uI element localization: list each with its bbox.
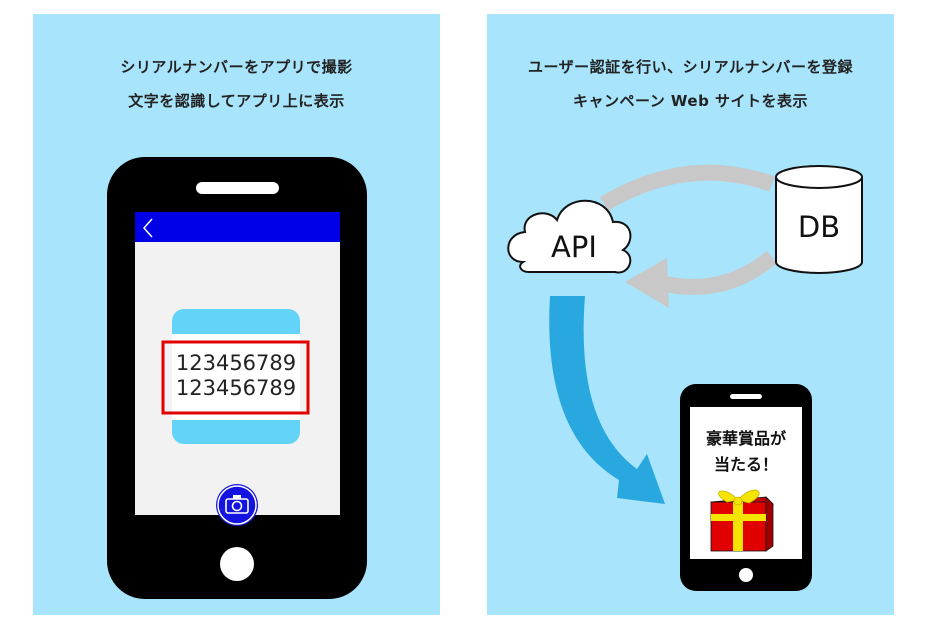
registration-panel: ユーザー認証を行い、シリアルナンバーを登録 キャンペーン Web サイトを表示 …: [487, 14, 894, 615]
registration-caption-line1: ユーザー認証を行い、シリアルナンバーを登録: [527, 58, 854, 76]
serial-number-line2: 123456789: [176, 376, 296, 400]
app-header-bar: [135, 212, 340, 242]
db-label: DB: [798, 210, 840, 244]
sync-arrows: [599, 164, 778, 308]
gift-box-icon: [710, 489, 774, 552]
scan-illustration: 123456789 123456789: [107, 157, 367, 599]
chevron-left-icon[interactable]: [142, 218, 153, 238]
recognition-frame: [161, 340, 310, 415]
scan-caption-line1: シリアルナンバーをアプリで撮影: [120, 58, 353, 76]
small-phone-home-button: [739, 568, 753, 582]
registration-illustration: API DB 豪華賞品が 当たる！: [507, 164, 863, 591]
prize-line1: 豪華賞品が: [706, 429, 786, 448]
small-phone: [680, 384, 812, 591]
api-label: API: [551, 230, 597, 264]
api-cloud-icon: [507, 199, 632, 274]
camera-icon[interactable]: [216, 484, 258, 526]
phone-speaker: [196, 182, 279, 194]
serial-number-line1: 123456789: [176, 351, 296, 375]
registration-caption-line2: キャンペーン Web サイトを表示: [572, 92, 809, 110]
flow-arrow: [549, 296, 665, 504]
phone-home-button: [220, 547, 254, 581]
prize-line2: 当たる！: [714, 455, 778, 474]
database-icon: [775, 165, 863, 274]
scan-caption-line2: 文字を認識してアプリ上に表示: [128, 92, 345, 110]
scan-panel: シリアルナンバーをアプリで撮影 文字を認識してアプリ上に表示 123456789…: [33, 14, 440, 615]
